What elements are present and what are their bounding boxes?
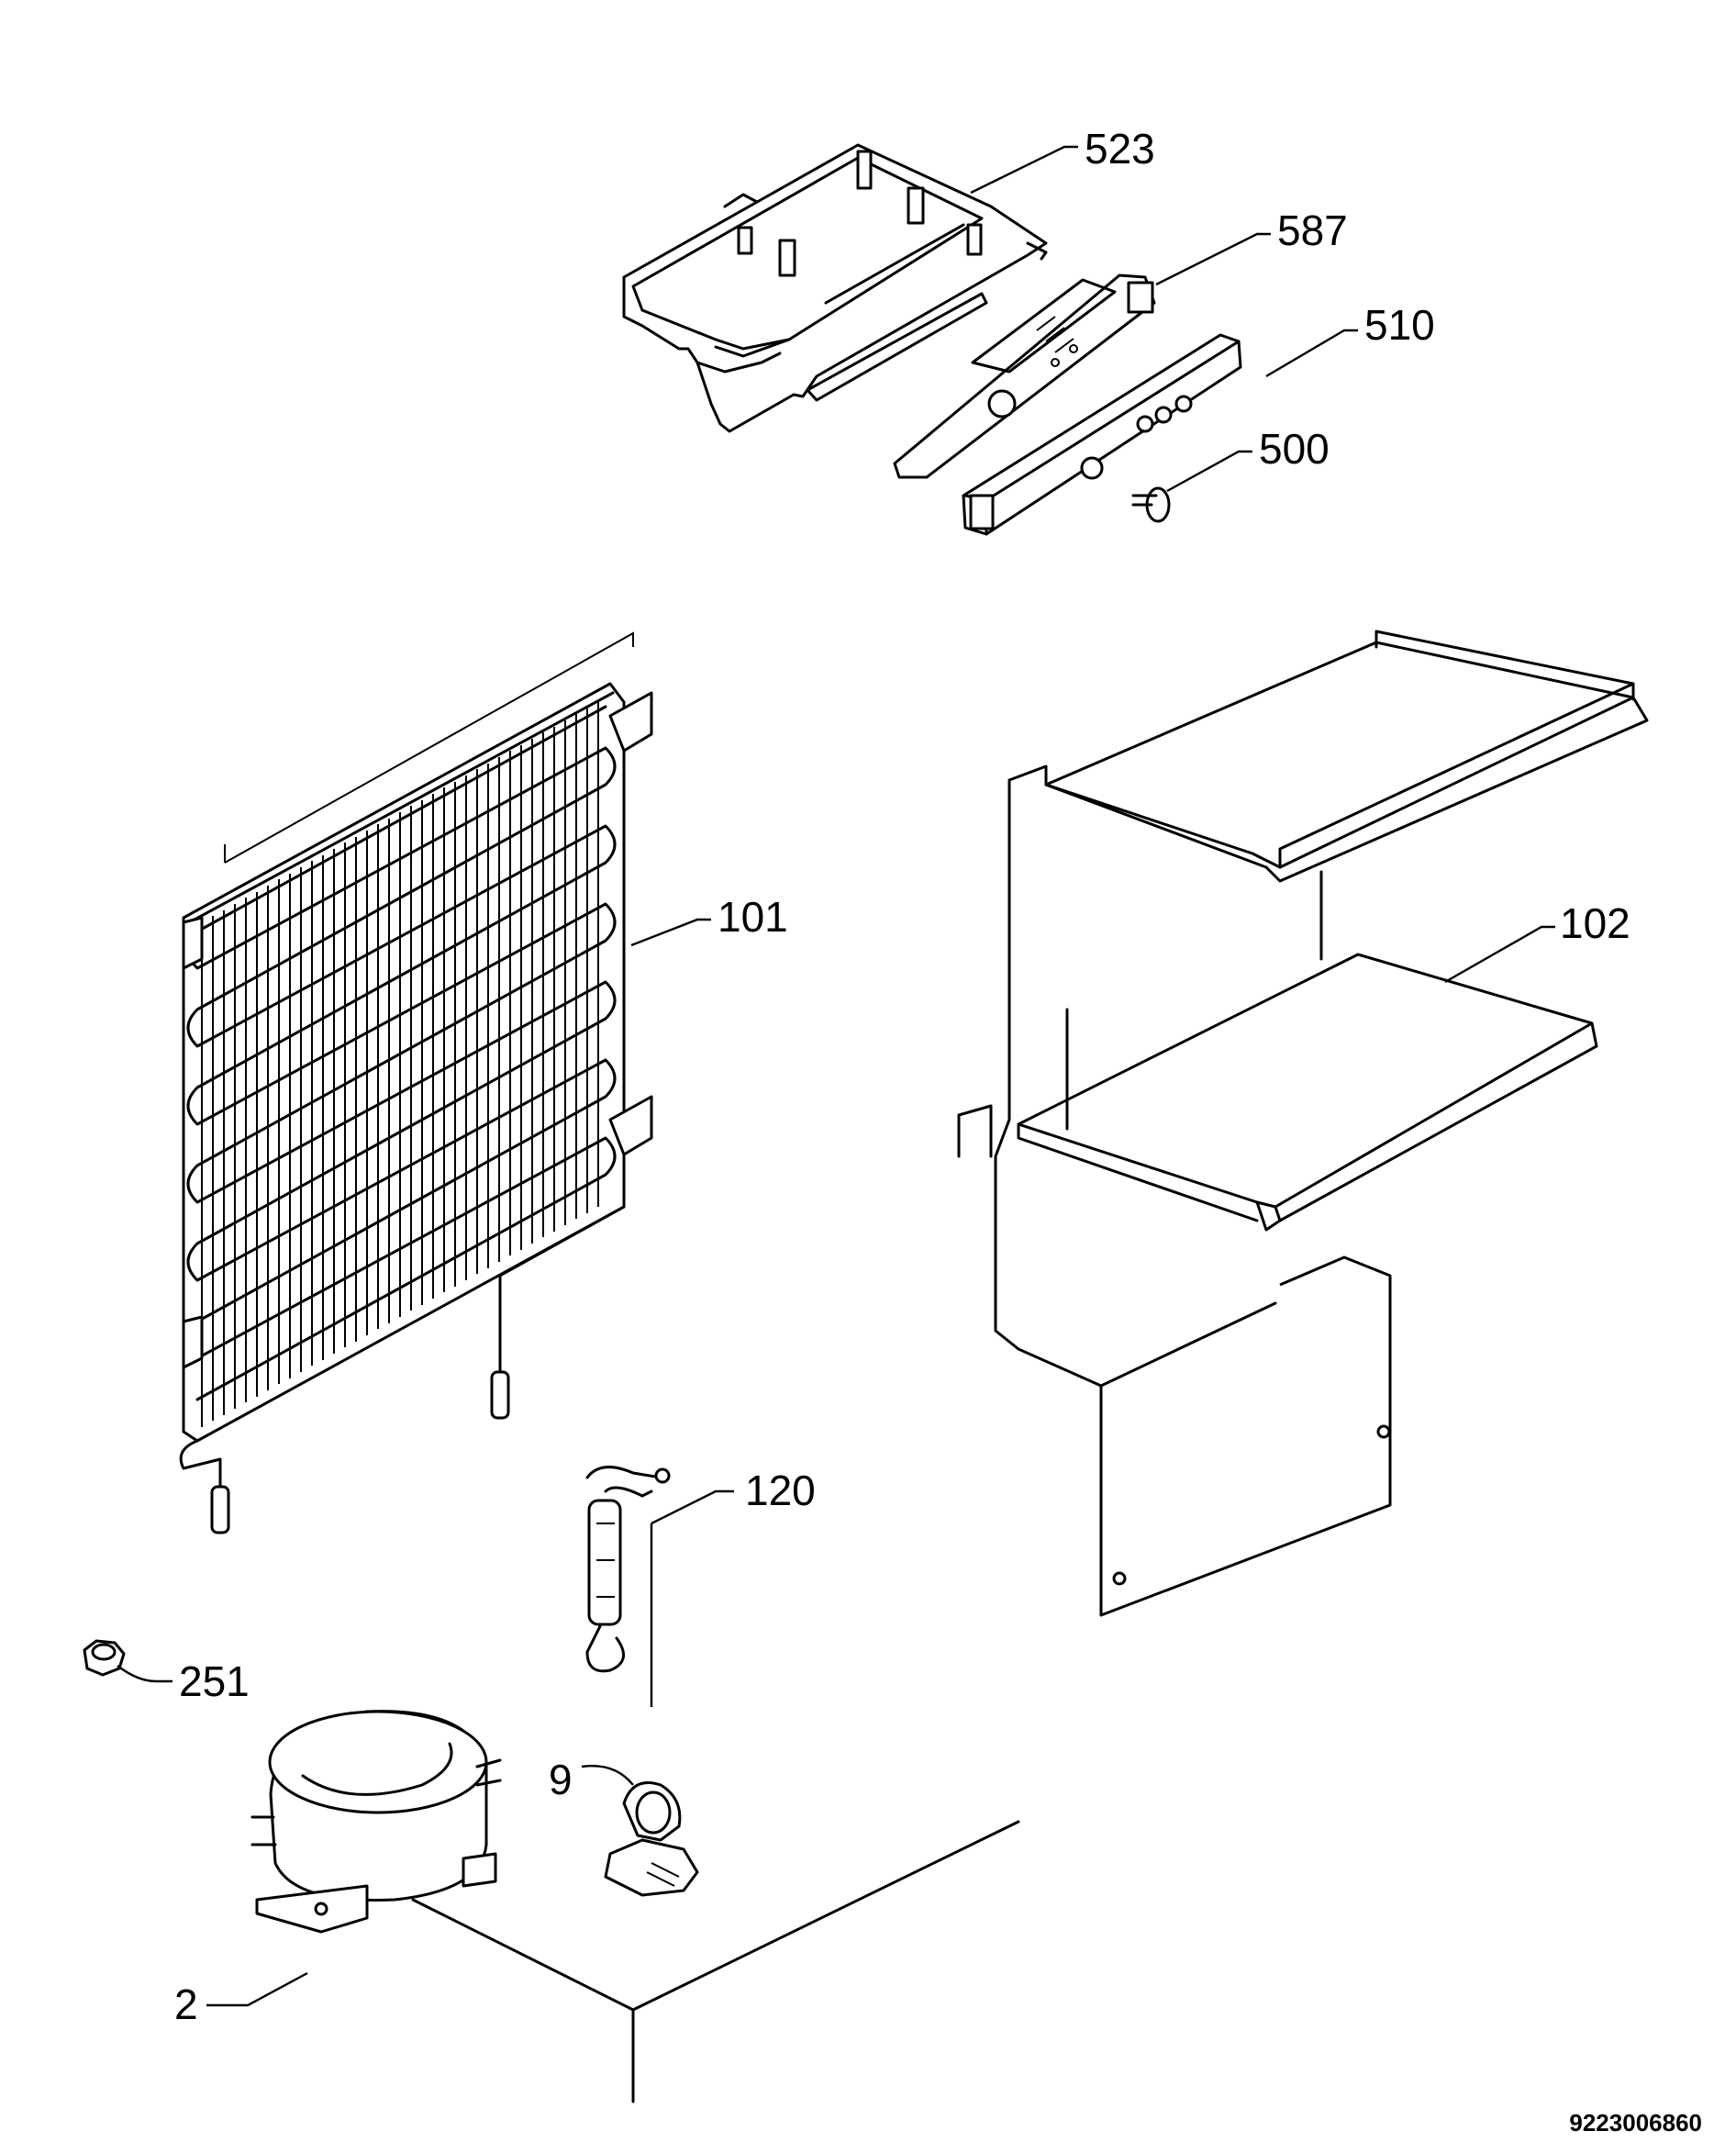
callout-120: 120: [745, 1467, 816, 1514]
callout-500: 500: [1259, 425, 1330, 473]
leader-2: [206, 1971, 308, 2007]
document-number: 9223006860: [1569, 2109, 1702, 2136]
control-housing-icon: [622, 143, 1048, 433]
condenser-coil-icon: [179, 631, 653, 1534]
leader-lines: [117, 145, 1555, 2007]
callout-2: 2: [174, 1980, 198, 2028]
leader-102: [1444, 925, 1555, 984]
clamp-icon: [604, 1781, 699, 1897]
knob-icon: [1131, 486, 1171, 523]
leader-9: [581, 1765, 634, 1786]
callout-510: 510: [1364, 301, 1435, 349]
thermostat-board-icon: [893, 273, 1156, 479]
shelf-frame-icon: [957, 630, 1649, 1617]
callout-523: 523: [1085, 125, 1155, 173]
leader-510: [1265, 329, 1358, 378]
leader-500: [1166, 450, 1252, 493]
callout-101: 101: [718, 893, 788, 941]
filter-drier-icon: [585, 1466, 671, 1673]
callout-587: 587: [1277, 206, 1348, 254]
leader-251: [117, 1665, 172, 1683]
control-panel-strip-icon: [962, 333, 1242, 536]
callout-102: 102: [1560, 899, 1630, 947]
callout-labels: 523 587 510 500 101 102 120 251 9 2: [174, 125, 1630, 2028]
nut-icon: [83, 1639, 126, 1677]
compressor-icon: [250, 1710, 1020, 2103]
leader-523: [970, 145, 1078, 195]
callout-251: 251: [179, 1657, 250, 1705]
leader-587: [1155, 232, 1271, 286]
callout-9: 9: [549, 1756, 573, 1803]
leader-101: [630, 918, 711, 947]
leader-120: [650, 1489, 734, 1707]
